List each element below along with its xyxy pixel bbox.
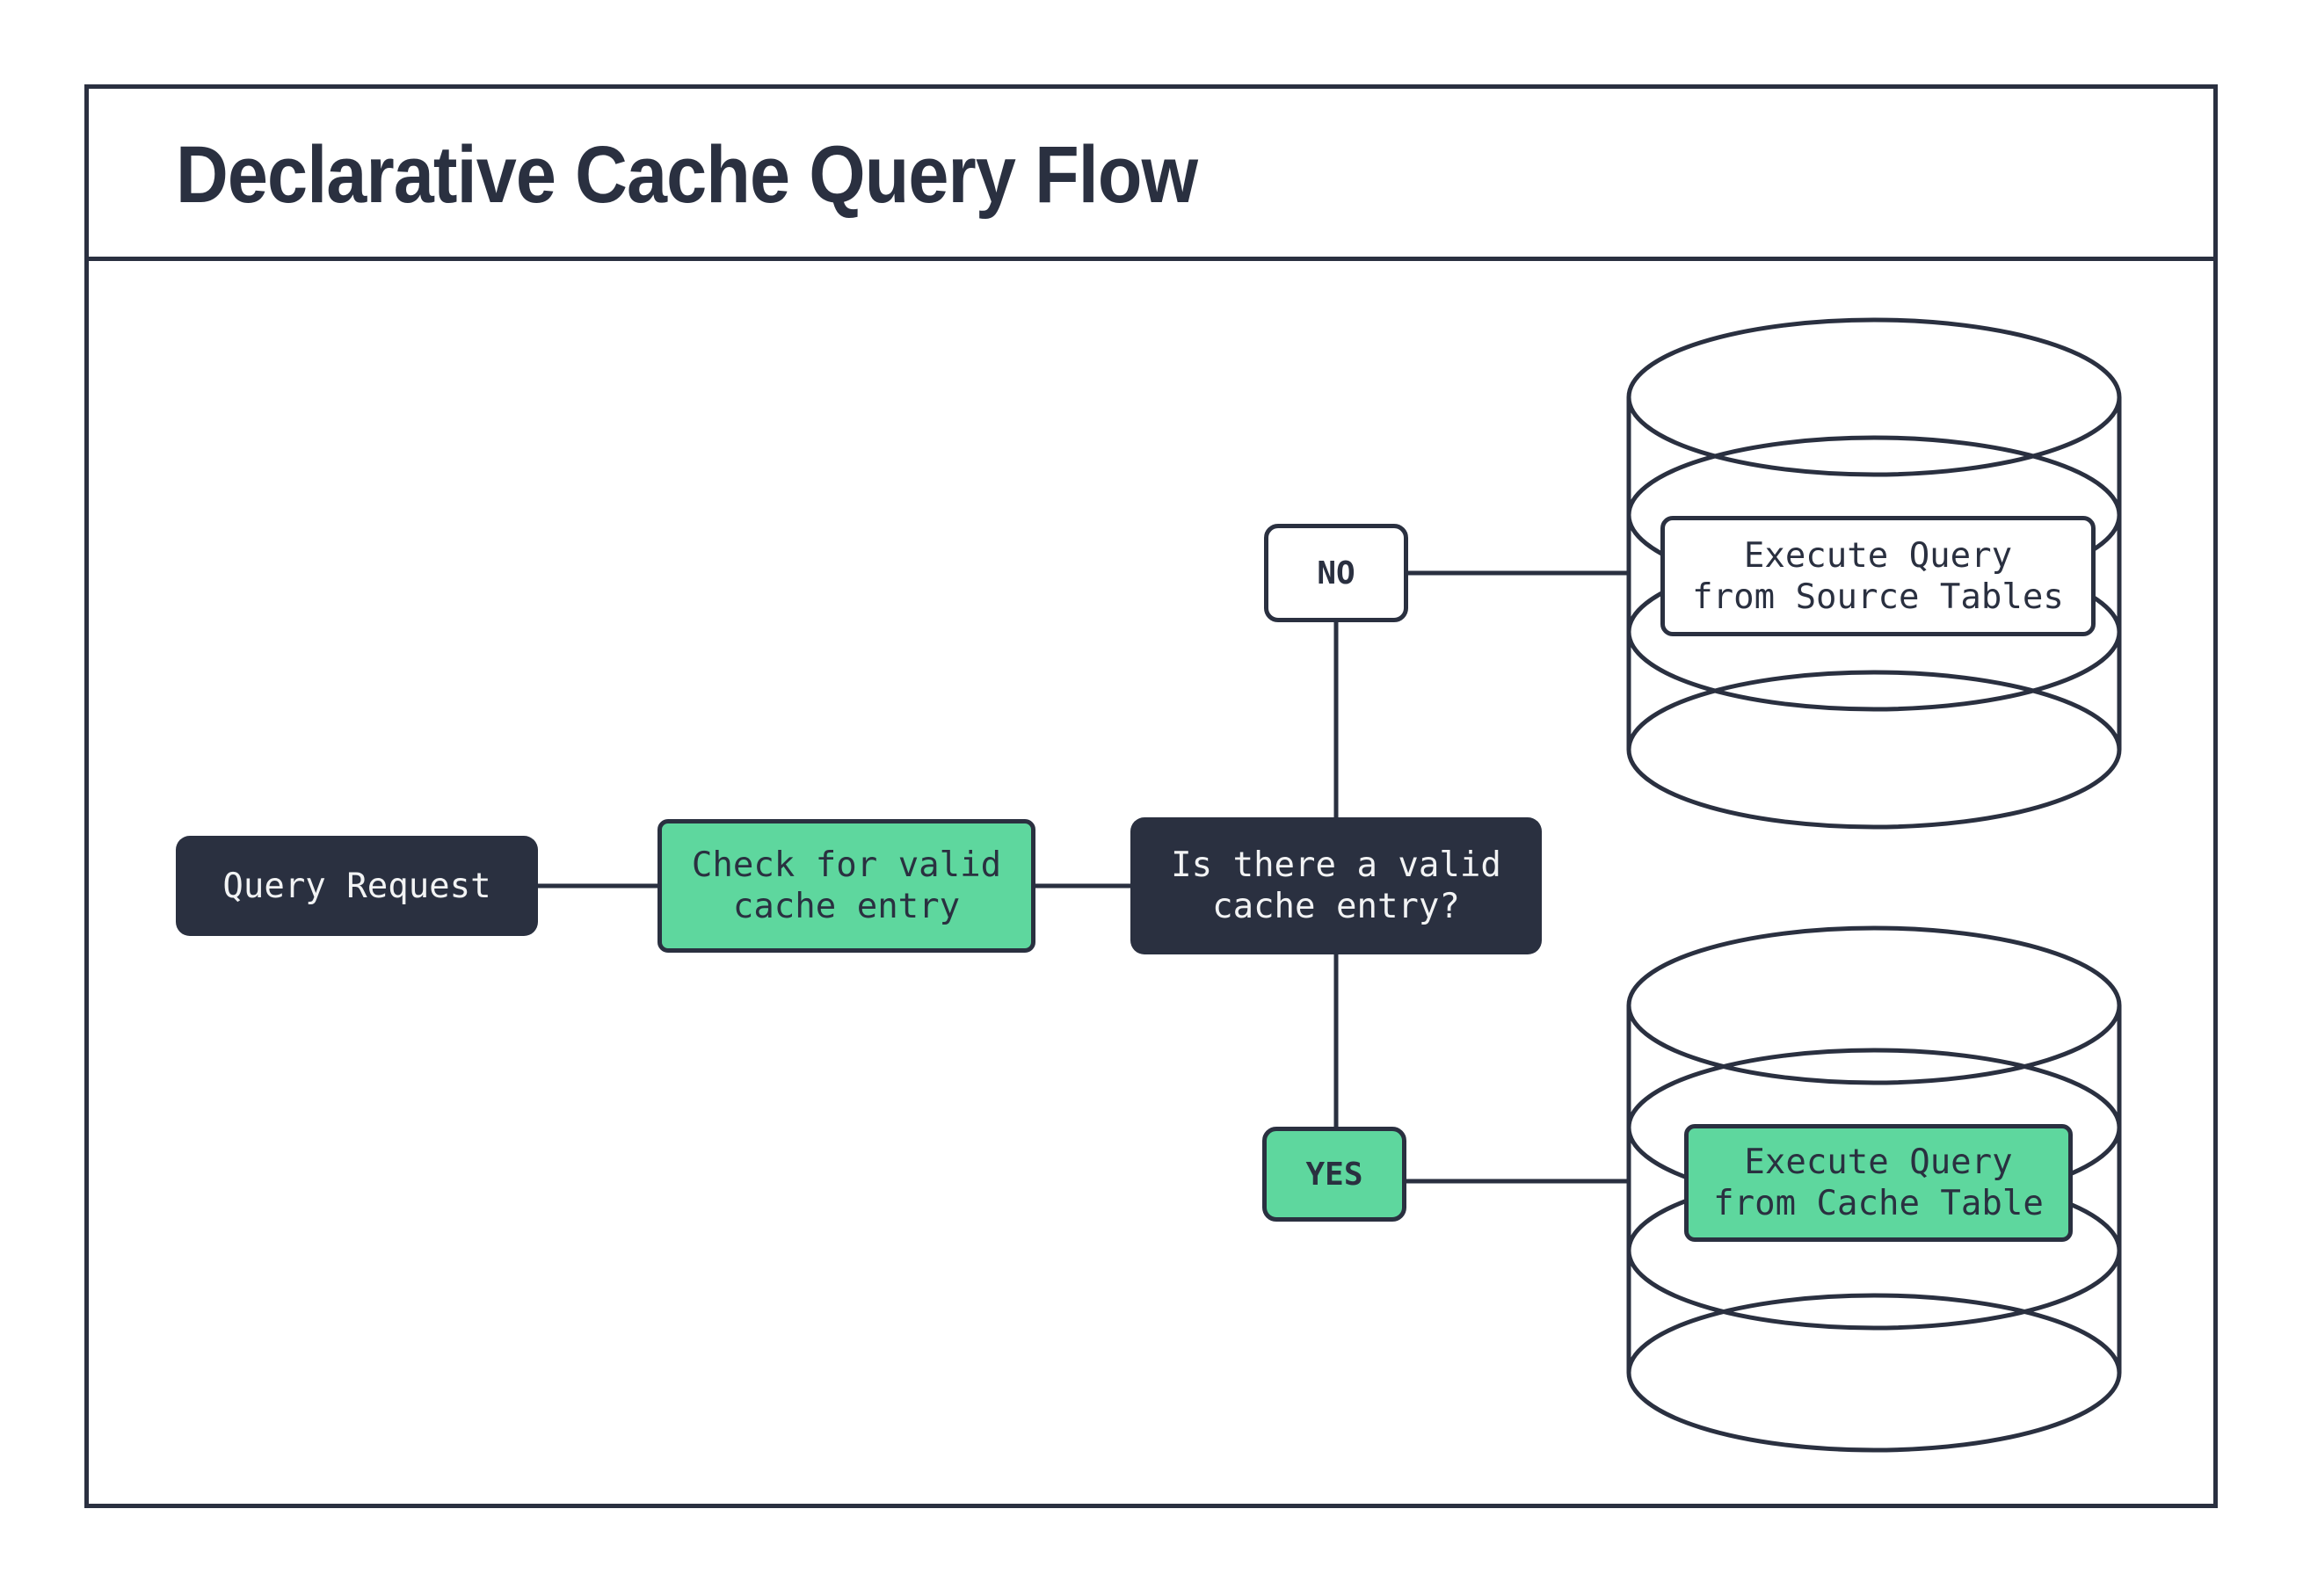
database-cylinder-source-icon — [1626, 317, 2122, 830]
cylinder-ring — [1626, 925, 2122, 1085]
node-decision-valid-cache: Is there a valid cache entry? — [1130, 817, 1542, 954]
diagram-frame: Declarative Cache Query Flow — [84, 84, 2218, 1508]
edge-label-no: NO — [1264, 524, 1408, 622]
node-execute-query-source-tables: Execute Query from Source Tables — [1660, 516, 2096, 636]
node-execute-query-cache-table: Execute Query from Cache Table — [1684, 1124, 2073, 1242]
page-title: Declarative Cache Query Flow — [176, 129, 1198, 220]
cylinder-ring — [1626, 670, 2122, 830]
node-query-request: Query Request — [176, 836, 538, 936]
database-cylinder-cache-icon — [1626, 925, 2122, 1453]
node-check-cache-entry: Check for valid cache entry — [657, 819, 1035, 953]
cylinder-ring — [1626, 317, 2122, 477]
cylinder-ring — [1626, 1293, 2122, 1453]
edge-label-yes: YES — [1262, 1127, 1406, 1222]
title-bar: Declarative Cache Query Flow — [89, 89, 2213, 261]
